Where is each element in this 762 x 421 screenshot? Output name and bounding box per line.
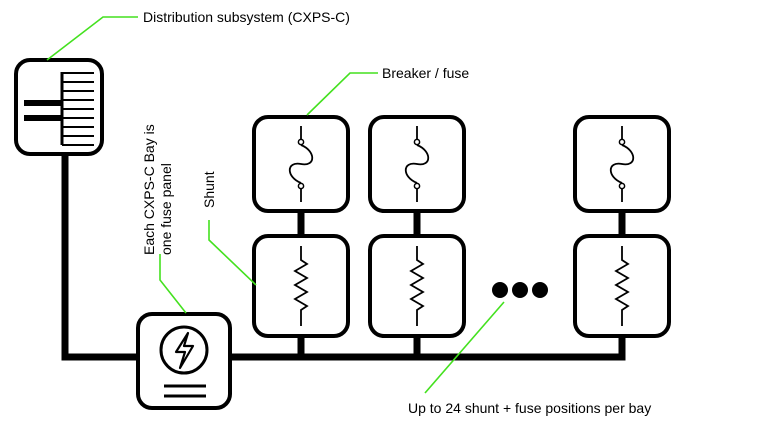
shunt-box-3 <box>573 234 671 338</box>
fuse-symbol-icon <box>609 126 635 202</box>
shunt-label: Shunt <box>201 171 217 208</box>
bay-panel <box>136 312 232 410</box>
resistor-symbol-icon <box>409 246 425 326</box>
distribution-label: Distribution subsystem (CXPS-C) <box>143 9 350 25</box>
bay-label-line2: one fuse panel <box>158 163 174 255</box>
distribution-panel-icon <box>14 58 104 156</box>
fuse-symbol-icon <box>288 126 314 202</box>
breaker-box-1 <box>252 115 350 213</box>
callout-lines <box>46 16 505 394</box>
resistor-symbol-icon <box>293 246 309 326</box>
bay-label-line1: Each CXPS-C Bay is <box>141 124 157 255</box>
shunt-box-1 <box>252 234 350 338</box>
breaker-label: Breaker / fuse <box>382 65 469 81</box>
positions-label: Up to 24 shunt + fuse positions per bay <box>408 400 651 416</box>
wiring <box>61 146 626 361</box>
breaker-box-2 <box>368 115 466 213</box>
shunt-box-2 <box>368 234 466 338</box>
resistor-symbol-icon <box>614 246 630 326</box>
fuse-symbol-icon <box>404 126 430 202</box>
breaker-box-3 <box>573 115 671 213</box>
lightning-bolt-icon <box>159 325 209 375</box>
ellipsis-icon <box>492 282 548 298</box>
